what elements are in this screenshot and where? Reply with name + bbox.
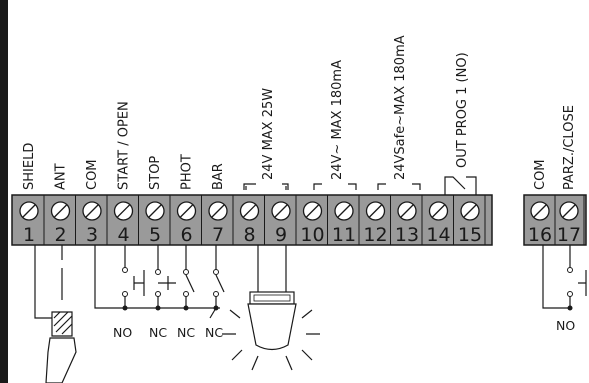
antenna-cable: [34, 245, 77, 383]
terminal-number-16: 16: [528, 224, 552, 246]
stop-contact-label: NC: [149, 325, 167, 340]
terminal-label-7: BAR: [211, 163, 226, 190]
terminal-number-9: 9: [275, 224, 287, 246]
terminal-label-6: PHOT: [180, 154, 195, 190]
screw-slot-2: [54, 204, 67, 218]
screw-slot-5: [148, 204, 162, 218]
terminal-label-17: PARZ./CLOSE: [562, 105, 577, 190]
out-group: OUT PROG 1 (NO): [444, 52, 477, 195]
screw-slot-17: [562, 204, 576, 218]
terminal-screws: [19, 195, 585, 245]
flashing-lamp-icon: [222, 245, 320, 371]
terminal-number-4: 4: [117, 224, 129, 246]
lamp-group-label: 24V MAX 25W: [261, 88, 276, 180]
screw-slot-11: [337, 204, 351, 218]
screw-slot-6: [180, 204, 193, 218]
terminal-number-1: 1: [23, 224, 35, 246]
terminal-number-2: 2: [54, 224, 66, 246]
screw-slot-8: [243, 204, 256, 218]
com-rail: [94, 245, 225, 319]
terminal-number-12: 12: [363, 224, 387, 246]
terminal-number-13: 13: [395, 224, 419, 246]
phot-contact-label: NC: [177, 325, 195, 340]
terminal-number-10: 10: [300, 224, 324, 246]
screw-slot-12: [369, 204, 382, 218]
terminal-number-14: 14: [426, 224, 450, 246]
left-border-bar: [0, 0, 8, 383]
terminal-number-15: 15: [458, 224, 482, 246]
terminal-number-11: 11: [332, 224, 356, 246]
screw-slot-1: [22, 204, 36, 218]
terminal-number-17: 17: [557, 224, 581, 246]
terminal-label-5: STOP: [148, 156, 163, 190]
terminal-label-3: COM: [85, 159, 100, 190]
screw-slot-4: [117, 204, 130, 218]
screw-slot-14: [432, 204, 445, 218]
screw-slot-13: [400, 204, 414, 218]
screw-slot-7: [211, 204, 225, 218]
terminal-number-7: 7: [212, 224, 224, 246]
terminal-label-16: COM: [533, 159, 548, 190]
terminal-number-6: 6: [180, 224, 192, 246]
terminal-label-1: SHIELD: [22, 143, 37, 190]
bar-contact-label: NC: [205, 325, 223, 340]
out-group-label: OUT PROG 1 (NO): [455, 52, 470, 168]
terminal-number-8: 8: [243, 224, 255, 246]
terminal-number-5: 5: [149, 224, 161, 246]
aux-group-label: 24V~ MAX 180mA: [330, 60, 345, 180]
safe-group-label: 24VSafe~MAX 180mA: [393, 35, 408, 180]
aux-group: 24V~ MAX 180mA: [313, 60, 357, 190]
screw-slot-16: [533, 204, 547, 218]
terminal-labels: SHIELD ANT COM START / OPEN STOP PHOT BAR COM PA…: [22, 101, 577, 190]
safe-group: 24VSafe~MAX 180mA: [377, 35, 421, 190]
screw-slot-9: [274, 204, 288, 218]
screw-slot-10: [306, 204, 319, 218]
terminal-label-2: ANT: [54, 163, 69, 190]
terminal-number-3: 3: [86, 224, 98, 246]
start-contact-label: NO: [113, 325, 132, 340]
parz-contact-label: NO: [556, 318, 575, 333]
lamp-group: 24V MAX 25W: [243, 88, 289, 190]
screw-slot-15: [463, 204, 477, 218]
screw-slot-3: [85, 204, 99, 218]
parz-contact: [542, 245, 587, 311]
terminal-label-4: START / OPEN: [117, 101, 132, 190]
